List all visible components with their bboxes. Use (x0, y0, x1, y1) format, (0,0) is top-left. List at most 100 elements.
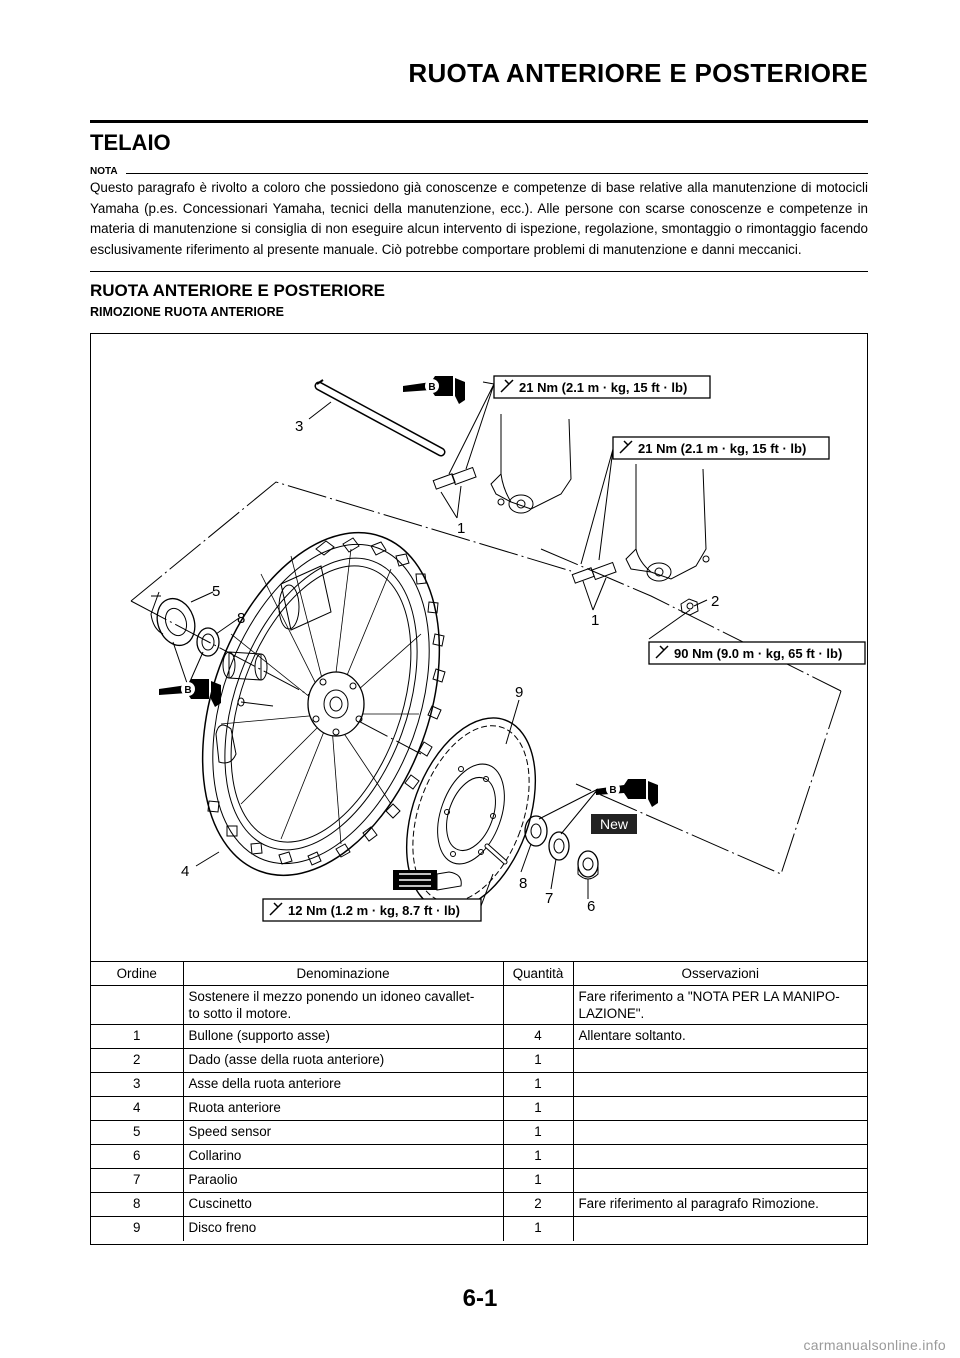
leader-line-8-left (215, 617, 240, 635)
reference-plane-line (575, 690, 842, 875)
cell-quantita: 1 (502, 1168, 574, 1193)
cell-osservazioni: Allentare soltanto. (572, 1024, 867, 1049)
table-row: Sostenere il mezzo ponendo un idoneo cav… (91, 985, 867, 1025)
front-axle (314, 379, 446, 457)
nota-label: NOTA (90, 166, 118, 177)
svg-text:B: B (609, 785, 616, 796)
parts-table: Ordine Denominazione Quantità Osservazio… (91, 961, 867, 1241)
cell-ordine: 3 (91, 1072, 184, 1097)
cell-denominazione: Disco freno (182, 1216, 504, 1241)
leader-line-3 (308, 401, 332, 420)
cell-denominazione: Collarino (182, 1144, 504, 1169)
cell-osservazioni (572, 1072, 867, 1097)
callout-3: 3 (295, 418, 303, 435)
brake-disc (405, 717, 537, 911)
callout-9: 9 (515, 684, 523, 701)
cell-quantita: 1 (502, 1144, 574, 1169)
leader-line-torque-1 (448, 381, 495, 475)
callout-8-left: 8 (237, 610, 245, 627)
torque-spec-1: 21 Nm (2.1 m · kg, 15 ft · lb) (493, 375, 711, 399)
cell-ordine: 8 (91, 1192, 184, 1217)
cell-quantita: 1 (502, 1072, 574, 1097)
leader-line-4 (195, 851, 220, 867)
cell-denominazione: Ruota anteriore (182, 1096, 504, 1121)
cell-osservazioni (572, 1216, 867, 1241)
callout-4: 4 (181, 863, 189, 880)
cell-osservazioni: Fare riferimento a "NOTA PER LA MANIPO- … (572, 985, 867, 1025)
front-wheel (201, 531, 446, 877)
cell-ordine: 1 (91, 1024, 184, 1049)
cell-ordine: 9 (91, 1216, 184, 1241)
svg-text:90 Nm (9.0 m · kg, 65 ft · lb): 90 Nm (9.0 m · kg, 65 ft · lb) (674, 646, 842, 661)
leader-line-1-right (582, 577, 607, 611)
torque-spec-3: 90 Nm (9.0 m · kg, 65 ft · lb) (648, 641, 866, 665)
leader-line-2 (693, 599, 708, 607)
bearing-right (524, 815, 548, 847)
leader-line-7 (550, 858, 557, 890)
cell-ordine: 2 (91, 1048, 184, 1073)
axle-holder-bolts-right (571, 561, 617, 584)
cell-denominazione: Bullone (supporto asse) (182, 1024, 504, 1049)
nota-text: Questo paragrafo è rivolto a coloro che … (90, 180, 868, 257)
cell-quantita: 1 (502, 1216, 574, 1241)
nota-top-rule (126, 173, 868, 174)
grease-mark-left: B (159, 679, 221, 707)
cell-ordine: 6 (91, 1144, 184, 1169)
tire-valve (237, 697, 274, 707)
grease-mark-top: B (403, 376, 465, 404)
header-osservazioni: Osservazioni (572, 961, 867, 986)
page-header-title: RUOTA ANTERIORE E POSTERIORE (408, 58, 868, 88)
svg-text:New: New (600, 816, 629, 832)
callout-5: 5 (212, 583, 220, 600)
rim-lock (215, 724, 237, 764)
subsubsection-title: RIMOZIONE RUOTA ANTERIORE (90, 305, 284, 319)
leader-line-torque-2 (580, 448, 619, 565)
axle-nut (680, 598, 699, 616)
locking-agent-icon (393, 870, 462, 891)
header-rule (90, 120, 868, 123)
cell-denominazione: Dado (asse della ruota anteriore) (182, 1048, 504, 1073)
mudguard-fragment (278, 565, 332, 631)
fork-leg-right (625, 464, 710, 582)
grease-mark-right: B (596, 779, 658, 807)
bearing-left (196, 627, 220, 657)
axle-holder-bolts-left (432, 466, 477, 490)
svg-text:21 Nm (2.1 m · kg, 15 ft · lb): 21 Nm (2.1 m · kg, 15 ft · lb) (638, 441, 806, 456)
watermark: carmanualsonline.info (803, 1337, 946, 1353)
leader-line-5 (190, 591, 214, 603)
cell-quantita: 4 (502, 1024, 574, 1049)
cell-quantita: 1 (502, 1096, 574, 1121)
collar-right (577, 850, 599, 880)
reference-plane-line (130, 481, 572, 602)
leader-line-9 (505, 699, 520, 745)
callout-8-right: 8 (519, 875, 527, 892)
leader-line-8-right (520, 843, 532, 873)
cell-osservazioni (572, 1120, 867, 1145)
cell-osservazioni: Fare riferimento al paragrafo Rimozione. (572, 1192, 867, 1217)
callout-1-left: 1 (457, 520, 465, 537)
torque-spec-4: 12 Nm (1.2 m · kg, 8.7 ft · lb) (262, 898, 482, 922)
cell-ordine (91, 985, 184, 1025)
speed-sensor (150, 591, 196, 647)
callout-2: 2 (711, 593, 719, 610)
reference-plane-line (540, 548, 842, 692)
cell-quantita: 1 (502, 1120, 574, 1145)
subsection-title: RUOTA ANTERIORE E POSTERIORE (90, 281, 386, 300)
cell-osservazioni (572, 1168, 867, 1193)
reference-plane-line (130, 600, 422, 755)
cell-quantita: 1 (502, 1048, 574, 1073)
cell-osservazioni (572, 1144, 867, 1169)
exploded-wheel-diagram: B B B New 21 Nm (2.1 m · (130, 375, 866, 922)
leader-line-1-left (440, 485, 462, 519)
cell-ordine: 4 (91, 1096, 184, 1121)
nota-bottom-rule (90, 271, 868, 272)
callout-1-right: 1 (591, 612, 599, 629)
